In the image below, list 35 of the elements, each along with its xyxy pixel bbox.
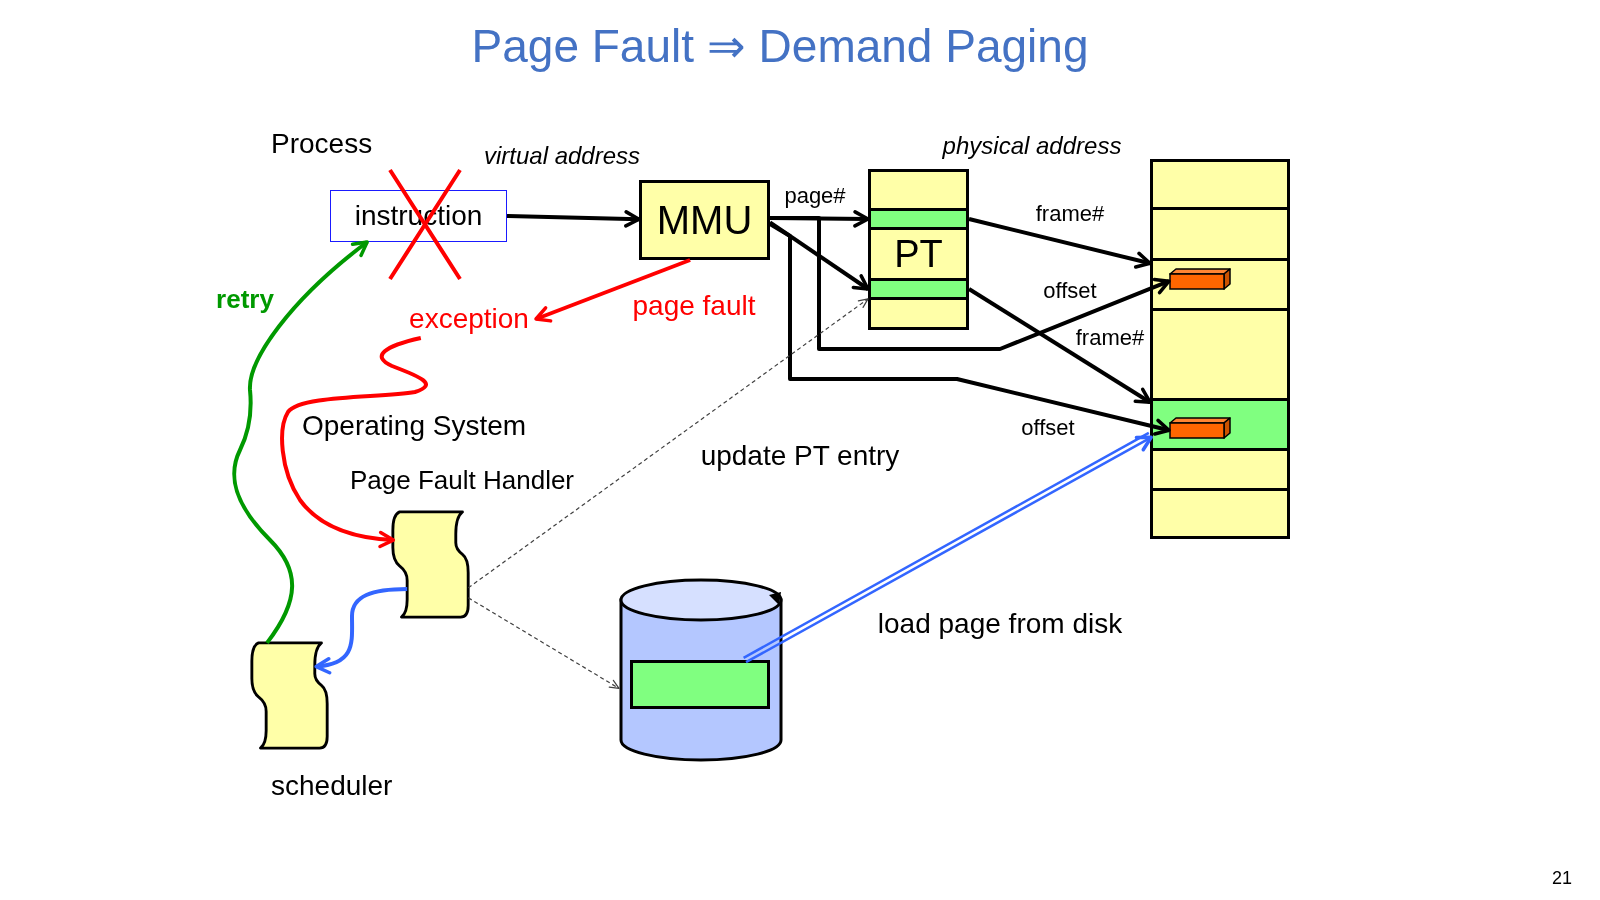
arrow (967, 287, 1152, 404)
curved-arrow (314, 586, 408, 674)
memory-column (1150, 159, 1290, 539)
wavy-arrow (280, 336, 428, 548)
annotation-label: physical address (942, 132, 1122, 160)
mmu-box: MMU (639, 180, 770, 260)
page-table (868, 169, 969, 330)
arrow (534, 258, 691, 323)
memory-frame (1150, 398, 1290, 451)
dashed-arrow (467, 298, 869, 589)
double-line-arrow (742, 431, 1153, 664)
arrow (770, 216, 1171, 351)
word-block (1169, 268, 1231, 290)
word-block (1169, 417, 1231, 439)
memory-frame (1150, 258, 1290, 311)
page-table-entry (868, 208, 969, 230)
wavy-arrow (232, 240, 369, 645)
page-number: 21 (1552, 868, 1573, 889)
arrow (768, 222, 1171, 436)
arrow (968, 217, 1152, 269)
slide-title: Page Fault ⇒ Demand Paging (471, 20, 1089, 73)
disk-block (630, 660, 770, 709)
node-text: PT (893, 232, 944, 277)
node-caption: scheduler (271, 770, 393, 803)
document-scroll (390, 509, 472, 620)
disk-cylinder (619, 578, 783, 762)
region-label: Operating System (302, 410, 527, 443)
arrow (768, 220, 870, 291)
page-table-entry (868, 278, 969, 300)
region-label: Process (271, 128, 373, 161)
document-scroll (249, 640, 331, 751)
node-heading: Page Fault Handler (350, 466, 575, 496)
arrow (506, 210, 641, 228)
exception-text: exception (402, 300, 536, 338)
dashed-arrow (467, 597, 620, 689)
